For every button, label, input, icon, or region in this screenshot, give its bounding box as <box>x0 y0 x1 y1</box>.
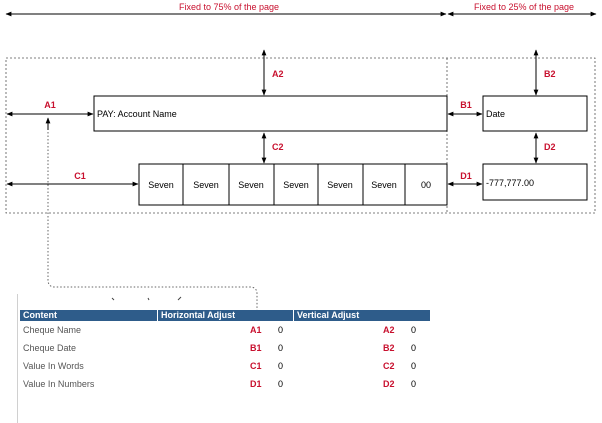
table-row: Value In Numbers D1 0 D2 0 <box>20 375 430 393</box>
digit-box <box>317 163 364 206</box>
row-v-value: 0 <box>411 379 417 389</box>
row-v-code: C2 <box>383 361 395 371</box>
span-25-label: Fixed to 25% of the page <box>474 2 574 12</box>
amount-box <box>482 163 588 201</box>
pay-box <box>93 95 448 132</box>
row-h-code: A1 <box>250 325 262 335</box>
row-v-value: 0 <box>411 343 417 353</box>
d1-label: D1 <box>460 171 472 181</box>
row-v-value: 0 <box>411 361 417 371</box>
row-h-code: C1 <box>250 361 262 371</box>
a2-label: A2 <box>272 69 284 79</box>
digits-row: Seven Seven Seven Seven Seven Seven 00 <box>138 163 448 206</box>
row-v-code: D2 <box>383 379 395 389</box>
c2-label: C2 <box>272 142 284 152</box>
row-h-value: 0 <box>278 361 284 371</box>
d2-label: D2 <box>544 142 556 152</box>
pay-box-label: PAY: Account Name <box>97 109 177 119</box>
row-content: Cheque Date <box>23 343 77 353</box>
digit-text: Seven <box>371 180 397 190</box>
b2-label: B2 <box>544 69 556 79</box>
row-content: Cheque Name <box>23 325 82 335</box>
date-box-label: Date <box>486 109 505 119</box>
c1-label: C1 <box>74 171 86 181</box>
callout-connector <box>47 118 258 312</box>
row-v-value: 0 <box>411 325 417 335</box>
scribble-mark <box>111 296 182 301</box>
table-row: Value In Words C1 0 C2 0 <box>20 357 430 375</box>
row-h-value: 0 <box>278 343 284 353</box>
a1-label: A1 <box>44 100 56 110</box>
row-v-code: A2 <box>383 325 395 335</box>
table-row: Cheque Name A1 0 A2 0 <box>20 321 430 339</box>
row-content: Value In Words <box>23 361 84 371</box>
digit-box <box>362 163 406 206</box>
header-content: Content <box>20 310 157 321</box>
header-horizontal-adjust: Horizontal Adjust <box>158 310 293 321</box>
row-v-code: B2 <box>383 343 395 353</box>
digit-box <box>404 163 448 206</box>
digit-text: 00 <box>421 180 431 190</box>
b1-label: B1 <box>460 100 472 110</box>
date-box <box>482 95 588 132</box>
digit-text: Seven <box>283 180 309 190</box>
table-row: Cheque Date B1 0 B2 0 <box>20 339 430 357</box>
row-h-code: B1 <box>250 343 262 353</box>
digit-text: Seven <box>238 180 264 190</box>
table-header-row: Content Horizontal Adjust Vertical Adjus… <box>20 310 430 321</box>
row-content: Value In Numbers <box>23 379 95 389</box>
digit-text: Seven <box>193 180 219 190</box>
row-h-code: D1 <box>250 379 262 389</box>
adjustment-table: Content Horizontal Adjust Vertical Adjus… <box>20 310 430 393</box>
amount-box-label: -777,777.00 <box>486 178 534 188</box>
table-left-rule <box>17 294 18 423</box>
row-h-value: 0 <box>278 379 284 389</box>
span-75-label: Fixed to 75% of the page <box>179 2 279 12</box>
header-vertical-adjust: Vertical Adjust <box>294 310 430 321</box>
digit-box <box>182 163 230 206</box>
digit-box <box>228 163 275 206</box>
row-h-value: 0 <box>278 325 284 335</box>
digit-text: Seven <box>327 180 353 190</box>
digit-text: Seven <box>148 180 174 190</box>
